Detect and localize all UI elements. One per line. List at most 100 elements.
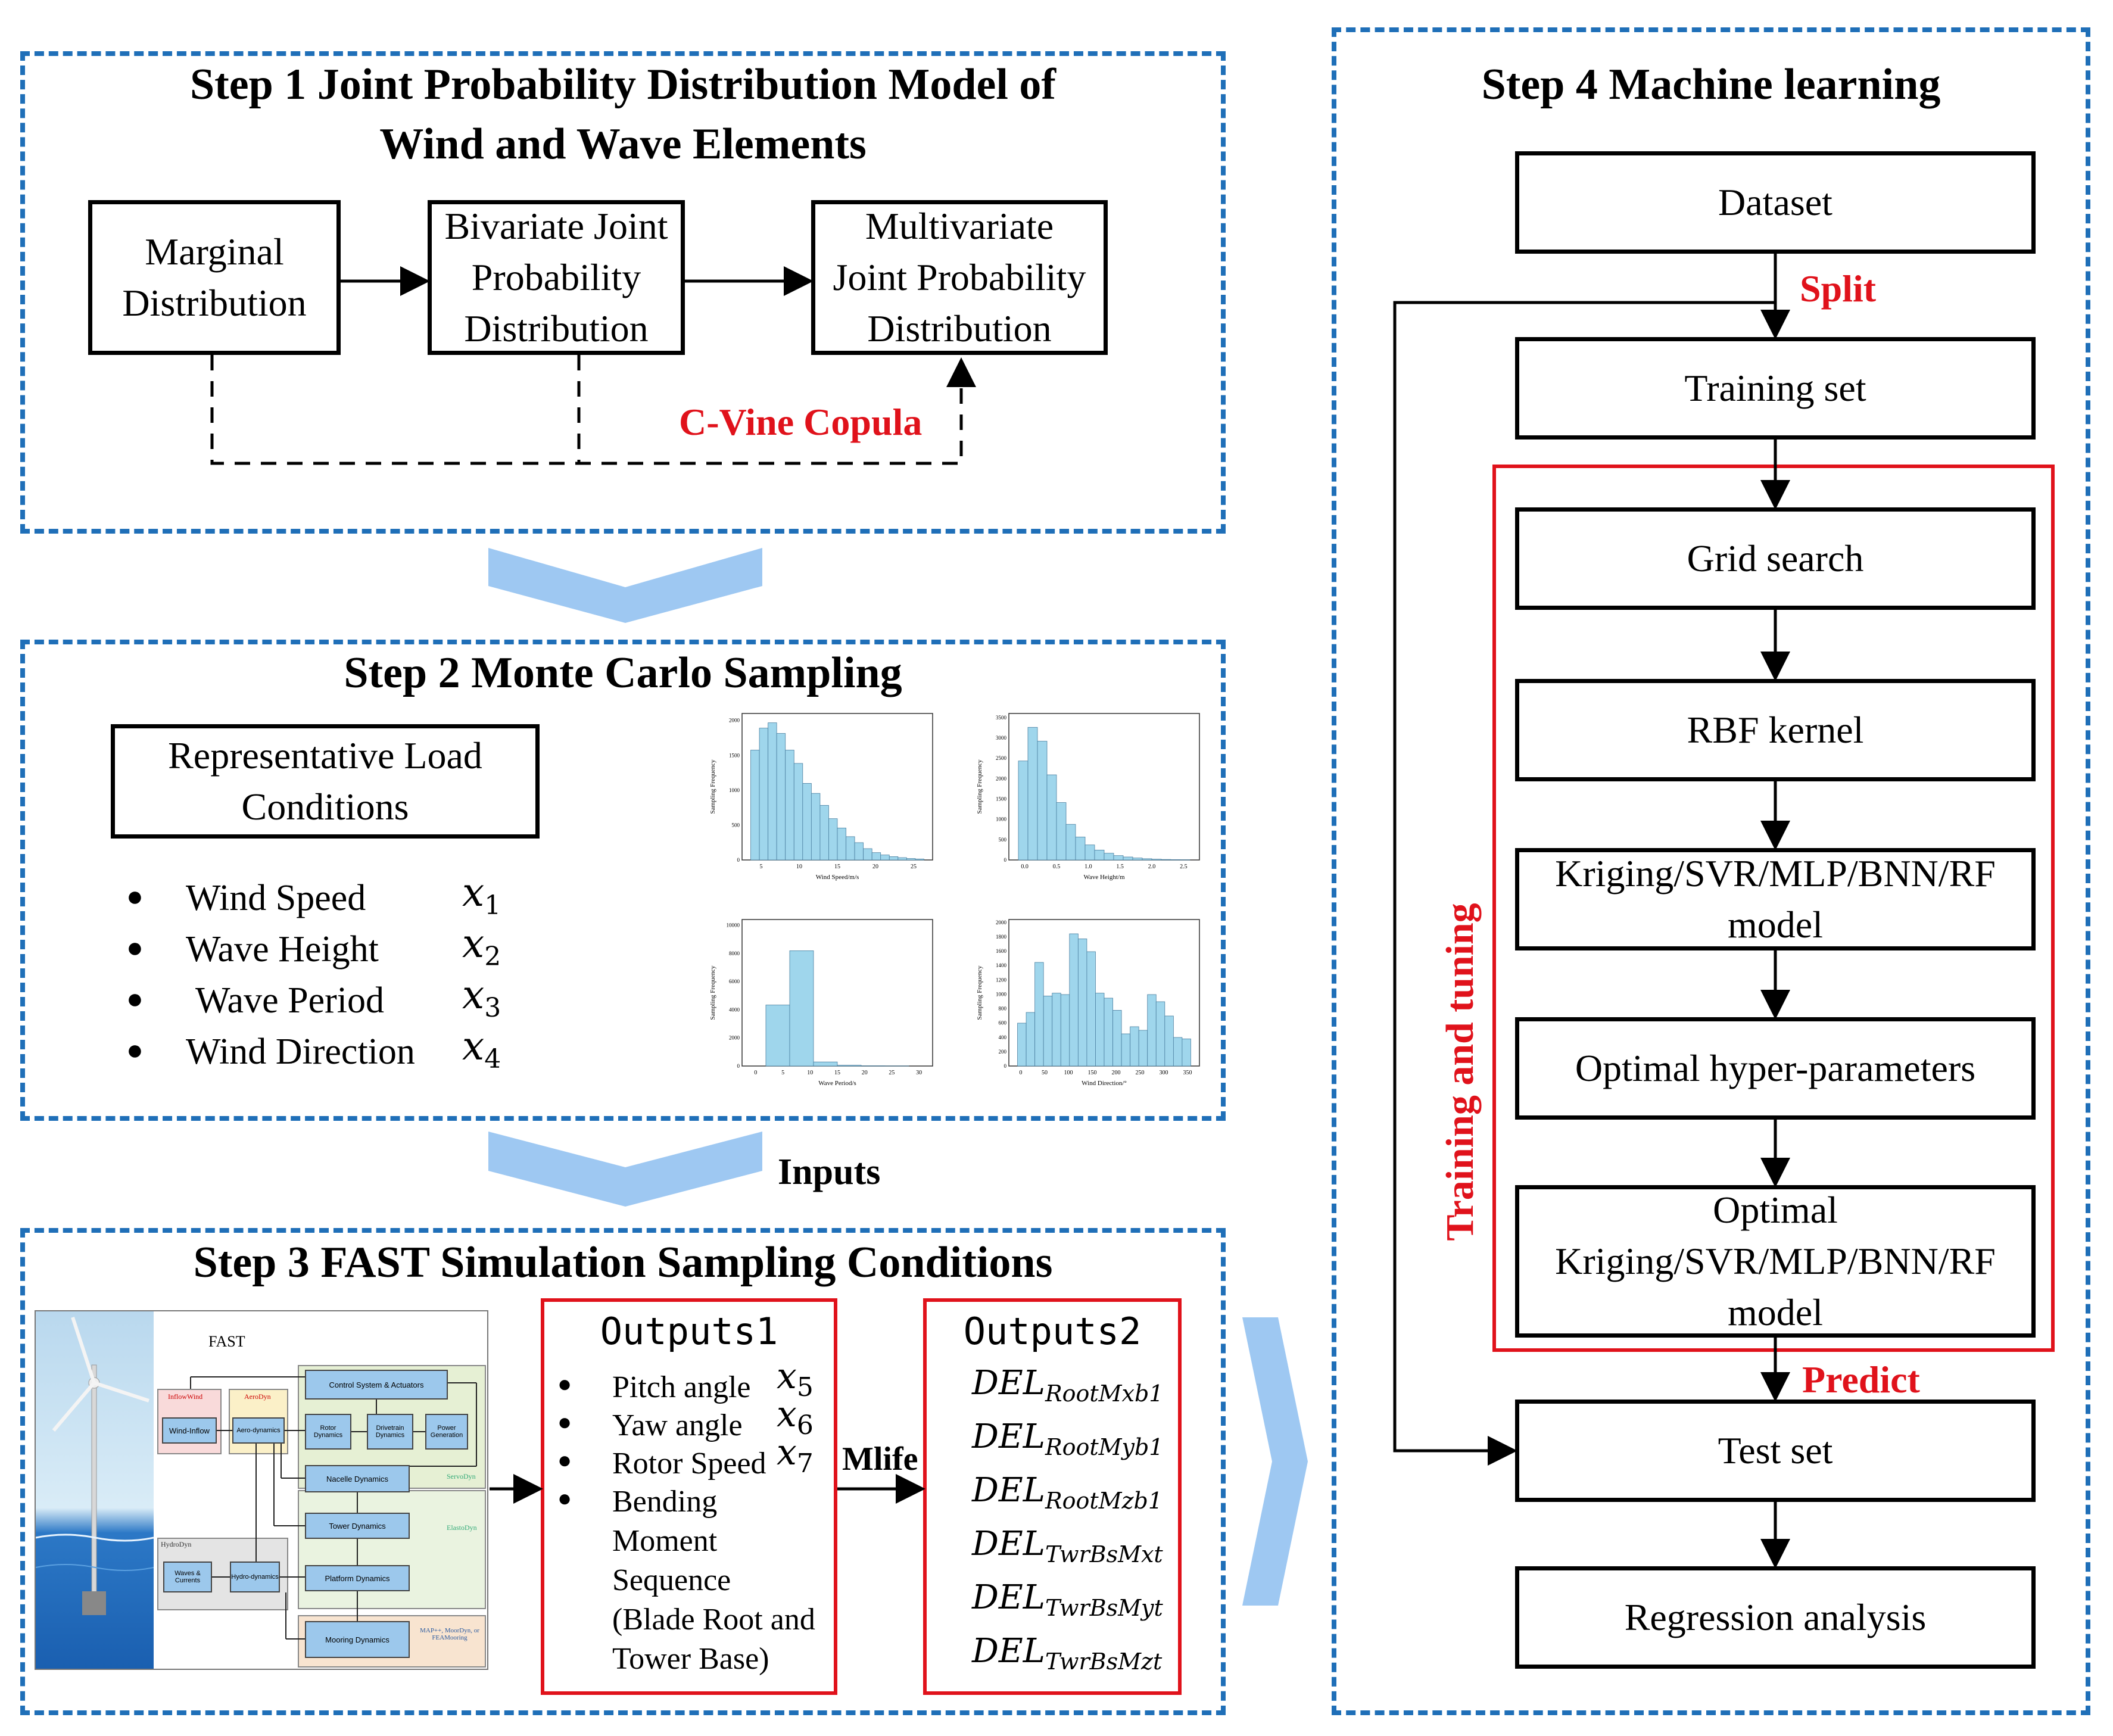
step1-panel [20,51,1226,534]
x-tick-label: 350 [1183,1070,1192,1076]
marginal-line2: Distribution [122,282,307,324]
optimal-model-line1: Optimal [1713,1189,1838,1231]
x-tick-label: 30 [916,1070,922,1076]
x-tick-label: 1.5 [1116,864,1124,870]
control-system-box: Control System & Actuators [305,1370,448,1400]
x-tick-label: 10 [807,1070,813,1076]
y-tick-label: 2000 [729,1035,740,1041]
list-bullet: ● [126,932,144,964]
histogram-bar [897,857,907,861]
del-metric: DELRootMzb1 [972,1471,1163,1514]
histogram-bar [889,856,899,861]
list-bullet: ● [557,1408,572,1435]
del-metric: DELTwrBsMzt [972,1632,1163,1675]
rbf-kernel-box: RBF kernel [1515,679,2036,781]
y-axis-label: Sampling Frequency [709,759,716,814]
chevron-3-4 [1242,1317,1308,1606]
aero-dynamics-box: Aero-dynamics [232,1417,285,1444]
histogram-bar [1056,802,1067,861]
representative-load-box: Representative Load Conditions [111,724,540,839]
aerodyn-label: AeroDyn [244,1392,271,1401]
output-extra-line: (Blade Root and [612,1603,815,1637]
hydrodyn-label: HydroDyn [161,1540,192,1548]
load-condition-variable: x1 [462,869,501,921]
optimal-hyperparameters-box: Optimal hyper-parameters [1515,1017,2036,1120]
y-tick-label: 1200 [996,977,1007,983]
training-set-box: Training set [1515,337,2036,440]
list-bullet: ● [126,983,144,1015]
load-condition-label: Wave Height [186,929,379,970]
step1-title-line2: Wind and Wave Elements [379,120,867,169]
histogram-bar [1043,995,1053,1067]
step3-title: Step 3 FAST Simulation Sampling Conditio… [193,1238,1053,1287]
histogram-bar [1121,1033,1131,1067]
drivetrain-dynamics-box: Drivetrain Dynamics [367,1414,413,1450]
chevron-1-2 [488,548,762,623]
rotor-dynamics-box: Rotor Dynamics [305,1414,351,1450]
histogram-bar [811,793,821,861]
del-metric: DELTwrBsMyt [972,1578,1163,1622]
histogram-bar [1104,853,1114,861]
turbine-icon [36,1317,154,1615]
predict-label: Predict [1802,1358,1920,1401]
power-generation-box: Power Generation [425,1414,468,1450]
y-tick-label: 500 [732,822,740,828]
x-tick-label: 10 [796,864,802,870]
del-metric: DELRootMyb1 [972,1417,1164,1461]
output-label: Pitch angle [612,1370,751,1404]
x-axis-label: Wind Speed/m/s [816,874,859,881]
fast-title: FAST [208,1333,245,1350]
y-axis-label: Sampling Frequency [976,965,983,1020]
list-bullet: ● [126,1034,144,1066]
y-tick-label: 200 [999,1049,1007,1055]
y-tick-label: 500 [999,837,1007,843]
x-tick-label: 300 [1160,1070,1168,1076]
list-bullet: ● [557,1485,572,1511]
x-tick-label: 0.0 [1021,864,1029,870]
histogram-bar [1142,858,1152,861]
x-tick-label: 0 [754,1070,757,1076]
regression-analysis-box: Regression analysis [1515,1566,2036,1669]
output-label: Rotor Speed [612,1447,766,1481]
y-tick-label: 1600 [996,948,1007,954]
marginal-line1: Marginal [145,230,284,273]
output-variable: x6 [777,1394,814,1441]
inflowwind-label: InflowWind [168,1392,203,1401]
fast-schematic: FAST InflowWind Wind-Inflow AeroDyn Aero… [35,1310,488,1670]
y-tick-label: 2000 [996,775,1007,781]
y-tick-label: 1000 [996,991,1007,997]
outputs1-title: Outputs1 [600,1310,778,1353]
outputs2-title: Outputs2 [963,1310,1142,1353]
histogram-bar [765,1005,790,1067]
x-tick-label: 15 [834,864,840,870]
y-tick-label: 1000 [729,787,740,793]
y-tick-label: 8000 [729,950,740,956]
step3-panel [20,1228,1226,1715]
model-line1: Kriging/SVR/MLP/BNN/RF [1555,852,1996,895]
multivariate-line2: Joint Probability [833,256,1086,298]
map-moordyn-label: MAP++, MoorDyn, or FEAMooring [420,1627,479,1641]
load-condition-variable: x3 [462,972,501,1024]
histogram-bar [1182,1038,1191,1067]
histogram-bar [1164,1015,1174,1067]
load-condition-label: Wind Direction [186,1031,415,1072]
x-tick-label: 50 [1042,1070,1048,1076]
optimal-model-line2: Kriging/SVR/MLP/BNN/RF [1555,1240,1996,1282]
x-tick-label: 100 [1064,1070,1073,1076]
model-line2: model [1728,903,1823,946]
histogram-bar [802,783,812,861]
tower-dynamics-box: Tower Dynamics [305,1513,410,1539]
histogram-bar [1077,939,1087,1067]
x-tick-label: 2.0 [1148,864,1156,870]
y-tick-label: 1500 [996,796,1007,802]
histogram-bar [915,858,924,861]
representative-line2: Conditions [241,786,409,828]
y-tick-label: 2000 [996,920,1007,925]
x-axis-label: Wind Direction/° [1082,1080,1127,1087]
training-tuning-label: Training and tuning [1438,903,1482,1241]
multivariate-line1: Multivariate [865,205,1054,247]
histogram-bar [846,836,855,861]
histogram-bar [863,848,872,861]
histogram-bar [871,852,881,861]
